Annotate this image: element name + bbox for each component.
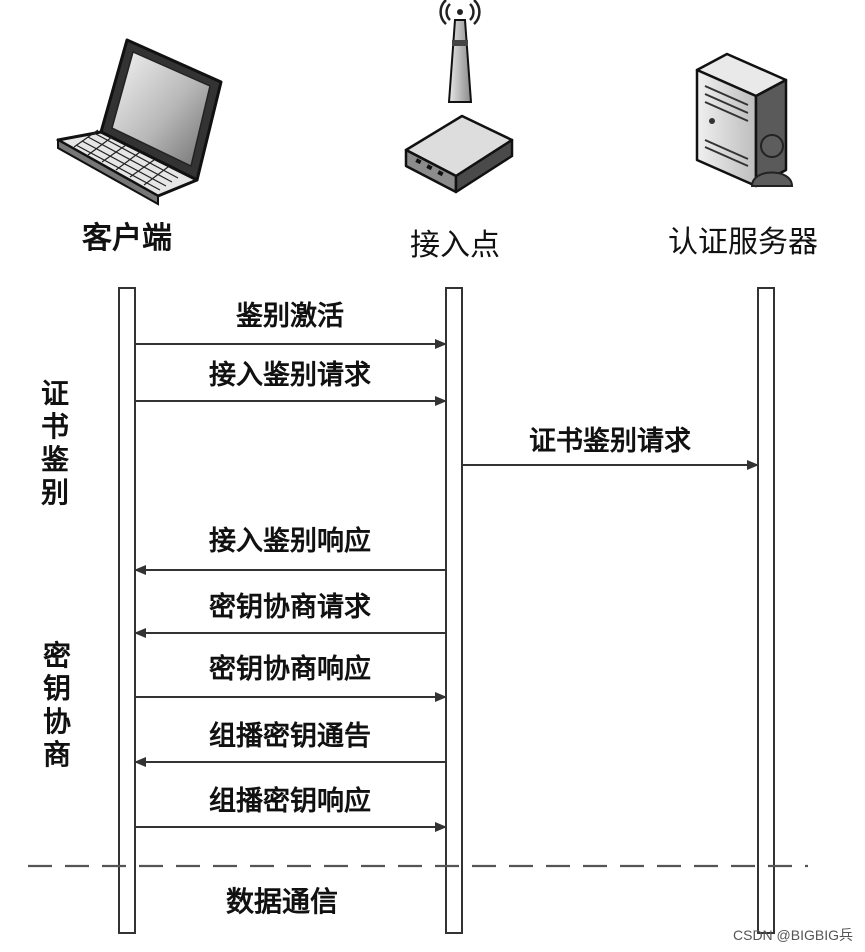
message-label: 组播密钥通告	[209, 721, 371, 752]
watermark-text: CSDN @BIGBIG兵	[733, 927, 854, 943]
router-icon	[404, 0, 514, 194]
message-label: 证书鉴别请求	[529, 426, 691, 457]
laptop-icon	[56, 38, 223, 206]
lifeline-ap	[445, 287, 463, 934]
actor-label-ap: 接入点	[410, 228, 500, 263]
actor-label-server: 认证服务器	[668, 225, 818, 260]
phase-label-certificate-auth: 证书鉴别	[40, 377, 69, 509]
server-icon	[695, 52, 794, 188]
data-communication-label: 数据通信	[225, 885, 339, 918]
message-label: 接入鉴别响应	[209, 526, 371, 557]
actor-label-client: 客户端	[82, 221, 172, 256]
message-label: 组播密钥响应	[209, 786, 371, 817]
phase-label-key-negotiation: 密钥协商	[42, 639, 71, 771]
message-label: 接入鉴别请求	[209, 360, 371, 391]
message-label: 密钥协商响应	[209, 654, 371, 685]
lifeline-server	[757, 287, 775, 934]
message-label: 密钥协商请求	[209, 592, 371, 623]
message-label: 鉴别激活	[236, 301, 344, 332]
message-arrows	[134, 339, 759, 832]
lifeline-client	[118, 287, 136, 934]
